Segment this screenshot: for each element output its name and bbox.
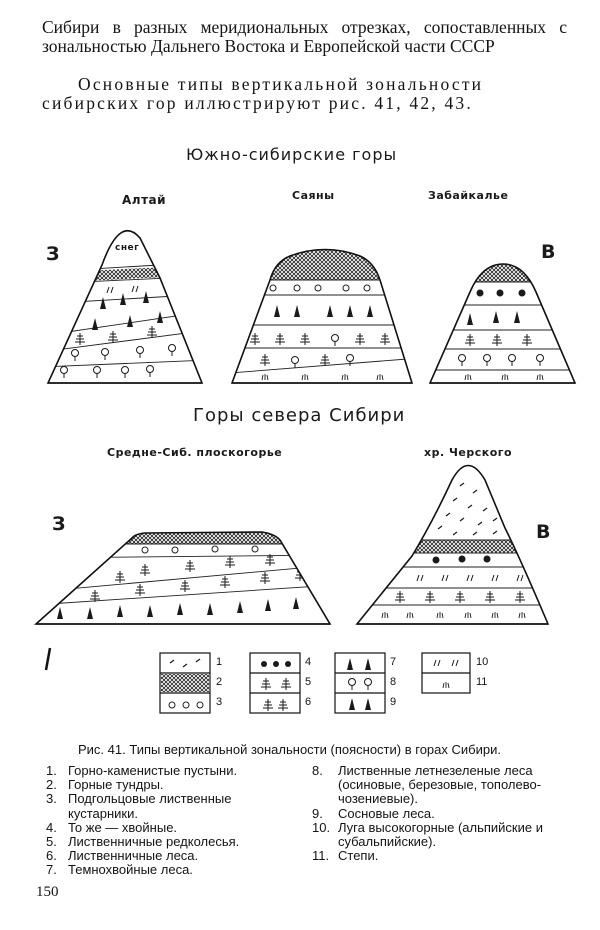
- legend-key-number: 6: [305, 696, 312, 708]
- legend-key-number: 1: [216, 656, 223, 668]
- legend-item: 4.То же — хвойные.: [46, 819, 178, 835]
- label-central-siberian-plateau: Средне-Сиб. плоскогорье: [107, 446, 283, 459]
- mountain-zabaikalye: [430, 264, 575, 381]
- legend-item: 2.Горные тундры.: [46, 777, 164, 793]
- legend-item: 5.Лиственничные редколесья.: [46, 834, 240, 850]
- west-marker: З: [46, 243, 60, 265]
- legend-item: 1.Горно-каменистые пустыни.: [46, 763, 238, 778]
- legend-key-number: 5: [305, 676, 312, 688]
- label-snow: снег: [115, 243, 140, 253]
- mountain-altai: [48, 261, 202, 379]
- legend-key-number: 11: [476, 676, 488, 688]
- legend-key-number: 8: [390, 676, 397, 688]
- legend-key-number: 4: [305, 656, 312, 668]
- figure-title-south: Южно-сибирские горы: [186, 145, 398, 164]
- legend-key-number: 7: [390, 656, 397, 668]
- label-sayany: Саяны: [292, 189, 335, 202]
- legend-item: 10.Луга высокогорные (альпийские и субал…: [312, 819, 543, 850]
- legend-key-number: 2: [216, 676, 223, 688]
- east-marker-north: В: [536, 521, 551, 543]
- legend-key-number: 3: [216, 696, 223, 708]
- stray-mark: [44, 647, 52, 671]
- legend-key-number: 9: [390, 696, 397, 708]
- mountain-central-siberian-plateau: [36, 532, 330, 619]
- legend-key-symbols: [161, 658, 459, 712]
- west-marker-north: З: [52, 513, 66, 535]
- legend-key-number: 10: [476, 656, 489, 668]
- east-marker: В: [541, 241, 556, 263]
- mountain-chersky-range: [357, 482, 548, 619]
- label-altai: Алтай: [122, 193, 167, 207]
- figure-caption: Рис. 41. Типы вертикальной зональности (…: [78, 742, 501, 757]
- legend-key: [159, 652, 471, 714]
- legend-column-left: 1.Горно-каменистые пустыни. 2.Горные тун…: [46, 763, 306, 878]
- legend-column-right: 8.Лиственные летнезеленые леса (осиновые…: [312, 763, 570, 864]
- label-zabaikalye: Забайкалье: [428, 189, 509, 202]
- legend-item: 11.Степи.: [312, 848, 379, 864]
- legend-item: 3.Подгольцовые лиственные кустарники.: [46, 791, 232, 821]
- figure-title-north: Горы севера Сибири: [193, 405, 406, 426]
- paragraph-2: Основные типы вертикальной зональности с…: [42, 74, 484, 113]
- legend-item: 9.Сосновые леса.: [312, 805, 435, 821]
- legend-item: 8.Лиственные летнезеленые леса (осиновые…: [312, 763, 542, 807]
- legend-item: 6.Лиственничные леса.: [46, 848, 199, 864]
- page-number: 150: [36, 884, 59, 900]
- label-chersky-range: хр. Черского: [424, 446, 513, 459]
- legend-item: 7.Темнохвойные леса.: [46, 862, 193, 878]
- paragraph-1: Сибири в разных меридиональных отрезках,…: [42, 17, 567, 56]
